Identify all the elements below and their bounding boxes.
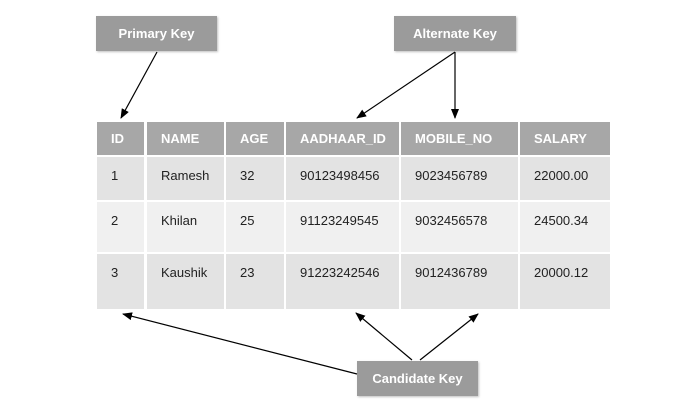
table-cell: 3	[97, 254, 144, 309]
candidate-key-arrow-id	[122, 312, 358, 375]
alternate-key-arrow-aadhaar	[356, 51, 456, 119]
table-cell: 90123498456	[286, 157, 399, 200]
table-cell: 22000.00	[520, 157, 610, 200]
table-cell: Kaushik	[147, 254, 224, 309]
table-cell: 9012436789	[401, 254, 518, 309]
table-cell: 32	[226, 157, 284, 200]
table-cell: 24500.34	[520, 202, 610, 252]
table-cell: 20000.12	[520, 254, 610, 309]
header-aadhaar-id: AADHAAR_ID	[286, 122, 399, 155]
header-name: NAME	[147, 122, 224, 155]
header-mobile-no: MOBILE_NO	[401, 122, 518, 155]
header-age: AGE	[226, 122, 284, 155]
table-cell: Ramesh	[147, 157, 224, 200]
table-cell: 25	[226, 202, 284, 252]
candidate-key-arrow-aadhaar	[355, 312, 413, 361]
table-cell: 1	[97, 157, 144, 200]
table-cell: 2	[97, 202, 144, 252]
table-cell: Khilan	[147, 202, 224, 252]
table-cell: 23	[226, 254, 284, 309]
alternate-key-label: Alternate Key	[394, 16, 516, 51]
header-salary: SALARY	[520, 122, 610, 155]
primary-key-label: Primary Key	[96, 16, 217, 51]
primary-key-arrow	[120, 51, 158, 119]
table-cell: 9023456789	[401, 157, 518, 200]
candidate-key-label: Candidate Key	[357, 361, 478, 396]
table-cell: 9032456578	[401, 202, 518, 252]
table-cell: 91123249545	[286, 202, 399, 252]
table-cell: 91223242546	[286, 254, 399, 309]
header-id: ID	[97, 122, 144, 155]
candidate-key-arrow-mobile	[419, 313, 479, 361]
